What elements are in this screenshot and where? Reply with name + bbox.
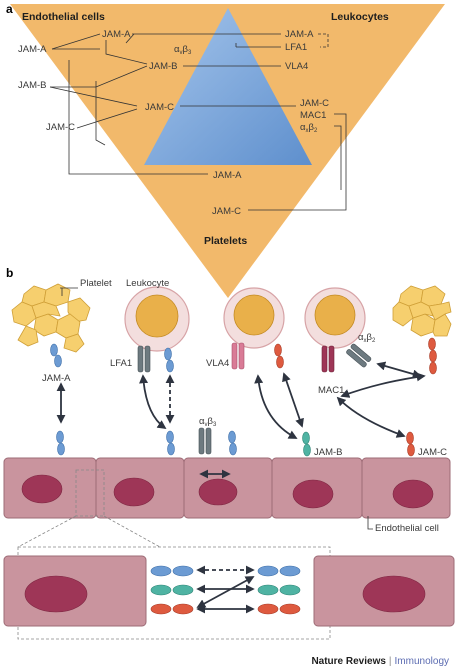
zoomed-arrows bbox=[196, 565, 255, 614]
interaction-lines bbox=[49, 33, 347, 211]
right-jam-a-label: JAM-A bbox=[285, 29, 314, 40]
endothelial-layer bbox=[3, 457, 451, 519]
platelet-jam-a-label: JAM-A bbox=[42, 373, 71, 384]
zoomed-jam-c-left bbox=[150, 603, 194, 615]
axb2-label: αxβ2 bbox=[358, 332, 376, 344]
platelet-label: Platelet bbox=[80, 278, 112, 289]
platelets-header: Platelets bbox=[204, 235, 247, 247]
zoomed-jam-a-left bbox=[150, 565, 194, 577]
endothelial-jam-a-1 bbox=[56, 430, 65, 456]
leukocyte-2-jam-c bbox=[274, 343, 284, 369]
right-vla4-label: VLA4 bbox=[285, 61, 308, 72]
leukocyte-3-nucleus bbox=[314, 294, 356, 336]
mac1-label: MAC1 bbox=[318, 385, 344, 396]
left-jam-b-label: JAM-B bbox=[18, 80, 47, 91]
platelet-cluster bbox=[11, 283, 91, 353]
zoomed-jam-c-right bbox=[257, 603, 301, 615]
interaction-arrows bbox=[56, 361, 426, 479]
lfa1-integrin bbox=[137, 345, 151, 373]
axb2-integrin bbox=[346, 343, 372, 368]
inner-avb3-label: αvβ3 bbox=[174, 44, 192, 56]
zoom-guide-lines bbox=[17, 515, 161, 548]
endothelial-cells-header: Endothelial cells bbox=[22, 11, 105, 23]
inner-triangle bbox=[144, 8, 312, 165]
left-jam-c-label: JAM-C bbox=[46, 122, 75, 133]
zoomed-cells bbox=[3, 555, 455, 627]
vla4-label: VLA4 bbox=[206, 358, 229, 369]
footer-credit: Nature Reviews|Immunology bbox=[311, 656, 449, 667]
leukocytes-header: Leukocytes bbox=[331, 11, 389, 23]
jam-b-label: JAM-B bbox=[314, 447, 343, 458]
platelet-cluster-2 bbox=[392, 285, 452, 337]
endothelial-jam-b bbox=[302, 431, 311, 457]
endothelial-avb3 bbox=[198, 427, 212, 455]
bottom-jam-c-label: JAM-C bbox=[212, 206, 241, 217]
zoom-source-box bbox=[75, 469, 105, 517]
left-jam-a-top-label: JAM-A bbox=[102, 29, 131, 40]
endothelial-jam-a-2 bbox=[166, 430, 175, 456]
platelet-2-jam-c bbox=[428, 337, 437, 375]
avb3-label: αvβ3 bbox=[199, 416, 217, 428]
leukocyte-2-nucleus bbox=[233, 294, 275, 336]
leukocyte-label: Leukocyte bbox=[126, 278, 169, 289]
endothelial-cell-label: Endothelial cell bbox=[375, 523, 439, 534]
right-mac1-label: MAC1 bbox=[300, 110, 326, 121]
panel-a-label: a bbox=[6, 2, 13, 16]
zoomed-jam-a-right bbox=[257, 565, 301, 577]
right-lfa1-label: LFA1 bbox=[285, 42, 307, 53]
leukocyte-1-jam-a bbox=[164, 347, 174, 373]
zoomed-jam-b-right bbox=[257, 584, 301, 596]
inner-jam-c-label: JAM-C bbox=[145, 102, 174, 113]
inner-jam-b-label: JAM-B bbox=[149, 61, 178, 72]
right-jam-c-label: JAM-C bbox=[300, 98, 329, 109]
endothelial-jam-a-3 bbox=[228, 430, 237, 456]
panel-b-label: b bbox=[6, 266, 13, 280]
left-jam-a-label: JAM-A bbox=[18, 44, 47, 55]
zoomed-jam-b-left bbox=[150, 584, 194, 596]
vla4-integrin bbox=[231, 342, 245, 370]
endothelial-cell-label-line bbox=[367, 516, 373, 530]
endothelial-jam-c bbox=[406, 431, 415, 457]
mac1-integrin bbox=[321, 345, 335, 373]
lfa1-label: LFA1 bbox=[110, 358, 132, 369]
bottom-jam-a-label: JAM-A bbox=[213, 170, 242, 181]
right-axb2-label: αxβ2 bbox=[300, 122, 318, 134]
jam-c-label: JAM-C bbox=[418, 447, 447, 458]
platelet-jam-a-molecule bbox=[50, 343, 62, 368]
leukocyte-1-nucleus bbox=[135, 294, 179, 338]
